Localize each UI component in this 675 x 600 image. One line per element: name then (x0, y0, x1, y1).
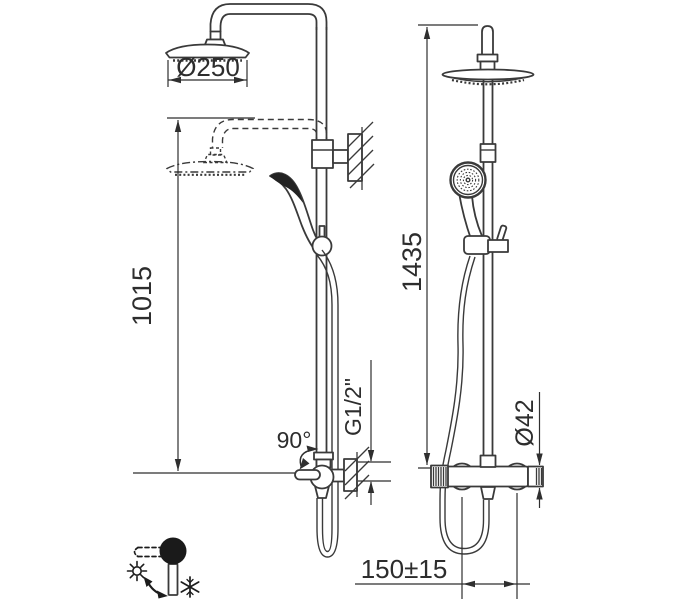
dim-head-diameter: Ø250 (167, 52, 248, 87)
riser-pipe-front (482, 80, 494, 457)
mixer-valve-side (294, 446, 370, 500)
temperature-knob-icon (159, 537, 187, 565)
dim-label-head-diameter: Ø250 (176, 52, 240, 82)
dim-riser-height: 1015 (127, 117, 297, 474)
dim-label-overall-height: 1435 (397, 232, 427, 292)
snowflake-icon (180, 576, 200, 598)
side-view: Ø250 1015 (126, 3, 391, 599)
overhead-shower-front (441, 25, 535, 163)
shower-hose-side (316, 249, 339, 558)
dim-label-wall-thread: G1/2" (340, 378, 366, 436)
hand-shower-side (269, 172, 333, 257)
dim-swivel-angle: 90° (277, 427, 319, 470)
temperature-legend (126, 537, 200, 599)
dim-label-swivel-angle: 90° (277, 427, 312, 453)
mixer-valve-front (430, 454, 544, 500)
overhead-shower-head-front (441, 68, 535, 81)
dim-valve-diameter: Ø42 (511, 392, 543, 508)
slider-holder (311, 235, 333, 257)
shower-arm (202, 3, 328, 50)
overhead-shower-head (165, 43, 250, 62)
dim-label-riser-height: 1015 (127, 266, 157, 326)
wall-bracket (311, 121, 375, 190)
shower-arm-lowered-position (165, 118, 328, 176)
valve-lever (294, 469, 321, 481)
temperature-range-arrow-icon (143, 576, 168, 599)
dim-label-valve-diameter: Ø42 (511, 399, 539, 446)
knob-stem (167, 563, 179, 596)
dim-wall-thread: G1/2" (340, 360, 391, 505)
holder-mount (487, 239, 509, 253)
holder-clamp (463, 235, 491, 255)
front-view: 1435 (355, 24, 544, 599)
flow-knob-front (527, 465, 544, 488)
dim-label-inlet-spacing: 150±15 (361, 554, 448, 584)
sun-icon (126, 560, 148, 582)
hand-shower-front (449, 161, 509, 255)
dim-inlet-spacing: 150±15 (355, 493, 530, 599)
rail-collar (479, 143, 497, 163)
shower-hose-front (439, 255, 490, 555)
